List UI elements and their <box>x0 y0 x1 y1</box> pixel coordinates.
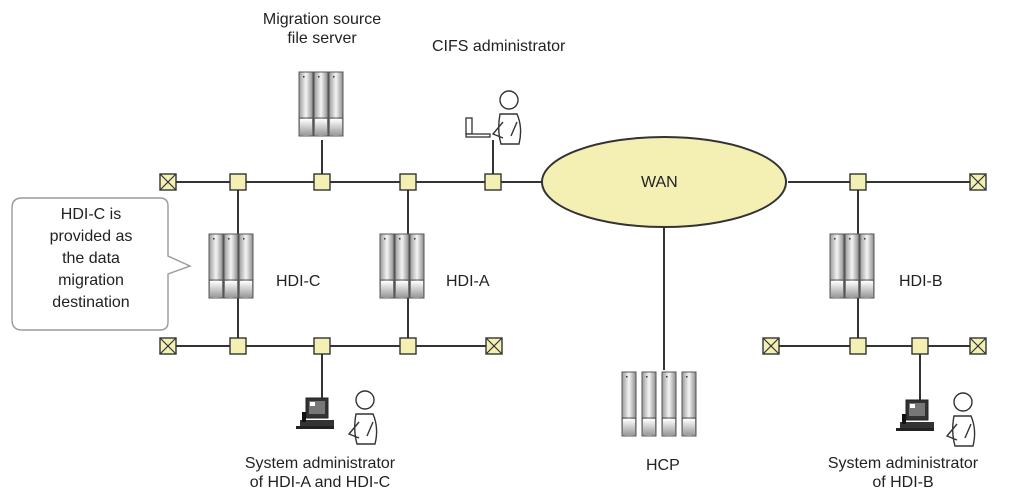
callout-text: HDI-C is provided as the data migration … <box>16 204 166 314</box>
network-node-icon <box>313 173 331 191</box>
network-node-icon <box>399 337 417 355</box>
callout-line4: migration <box>58 272 124 289</box>
sysadmin-ac-label: System administrator of HDI-A and HDI-C <box>200 454 440 492</box>
hdi-b-server-icon <box>830 234 874 298</box>
terminator-icon <box>159 173 177 191</box>
migration-source-label-line1: Migration source <box>262 11 382 28</box>
sysadmin-ac-label-line1: System administrator <box>244 455 396 472</box>
terminator-icon <box>485 337 503 355</box>
network-node-icon <box>484 173 502 191</box>
migration-source-label-line2: file server <box>287 30 357 47</box>
network-node-icon <box>911 337 929 355</box>
sysadmin-b-label-line1: System administrator <box>827 455 979 472</box>
callout-line3: the data <box>62 250 120 267</box>
migration-source-label: Migration source file server <box>222 10 422 48</box>
network-node-icon <box>229 173 247 191</box>
callout-line1: HDI-C is <box>60 206 122 223</box>
sysadmin-ac-label-line2: of HDI-A and HDI-C <box>249 474 391 491</box>
sysadmin-b-label-line2: of HDI-B <box>872 474 934 491</box>
callout-line5: destination <box>52 294 130 311</box>
network-node-icon <box>849 337 867 355</box>
hcp-label: HCP <box>646 457 680 474</box>
terminator-icon <box>969 173 987 191</box>
migration-source-server-icon <box>299 72 343 136</box>
network-node-icon <box>399 173 417 191</box>
network-node-icon <box>229 337 247 355</box>
cifs-admin-icon <box>465 90 522 145</box>
network-node-icon <box>313 337 331 355</box>
network-node-icon <box>849 173 867 191</box>
sysadmin-b-icon <box>895 392 976 447</box>
hdi-a-server-icon <box>380 234 424 298</box>
sysadmin-ac-icon <box>295 390 378 445</box>
terminator-icon <box>159 337 177 355</box>
hdi-a-label: HDI-A <box>446 273 490 290</box>
hdi-c-label: HDI-C <box>276 273 321 290</box>
hdi-c-server-icon <box>209 234 253 298</box>
terminator-icon <box>969 337 987 355</box>
callout-bubble <box>11 197 192 331</box>
cifs-admin-label: CIFS administrator <box>432 38 566 55</box>
sysadmin-b-label: System administrator of HDI-B <box>790 454 1016 492</box>
wan-cloud <box>541 136 787 228</box>
callout-line2: provided as <box>49 228 133 245</box>
terminator-icon <box>762 337 780 355</box>
hdi-b-label: HDI-B <box>899 273 943 290</box>
hcp-server-icon <box>622 372 696 436</box>
wan-label: WAN <box>641 174 678 191</box>
